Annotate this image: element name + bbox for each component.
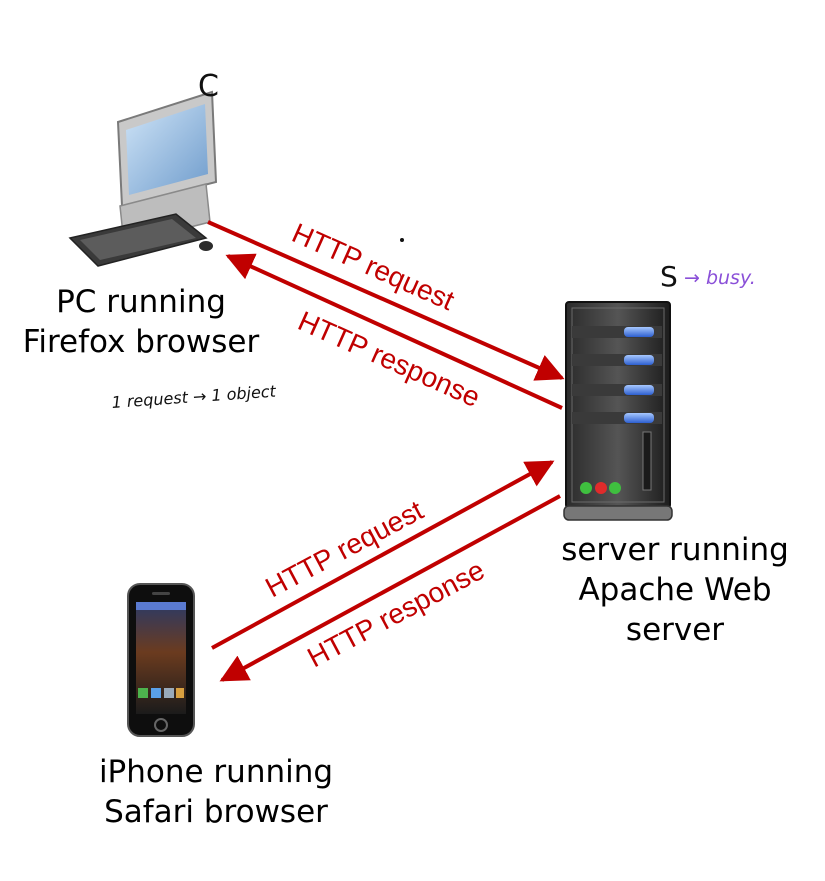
phone-response-arrow <box>219 494 561 682</box>
server-label-line2: Apache Web <box>578 572 772 608</box>
iphone-icon <box>127 583 195 737</box>
pc-label-line2: Firefox browser <box>22 324 260 360</box>
pc-label: PC running Firefox browser <box>0 282 282 362</box>
desktop-computer-icon <box>68 90 218 267</box>
pc-response-arrow <box>225 253 563 410</box>
server-tag-annotation: S <box>660 260 678 293</box>
pc-label-line1: PC running <box>56 284 226 320</box>
server-label-line1: server running <box>561 532 789 568</box>
iphone-label-line1: iPhone running <box>98 754 334 790</box>
pc-request-arrow <box>207 220 565 381</box>
iphone-label: iPhone running Safari browser <box>66 752 366 832</box>
iphone-label-line2: Safari browser <box>104 794 328 830</box>
server-label: server running Apache Web server <box>530 530 820 650</box>
pc-note-annotation: 1 request → 1 object <box>111 382 277 412</box>
server-label-line3: server <box>625 612 725 648</box>
phone-request-arrow <box>211 460 555 650</box>
server-tower-icon <box>563 301 673 521</box>
server-note-annotation: → busy. <box>684 267 756 289</box>
pc-tag-annotation: C <box>198 69 219 104</box>
phone-request-label: HTTP request <box>260 494 428 603</box>
pen-dot <box>400 238 404 242</box>
